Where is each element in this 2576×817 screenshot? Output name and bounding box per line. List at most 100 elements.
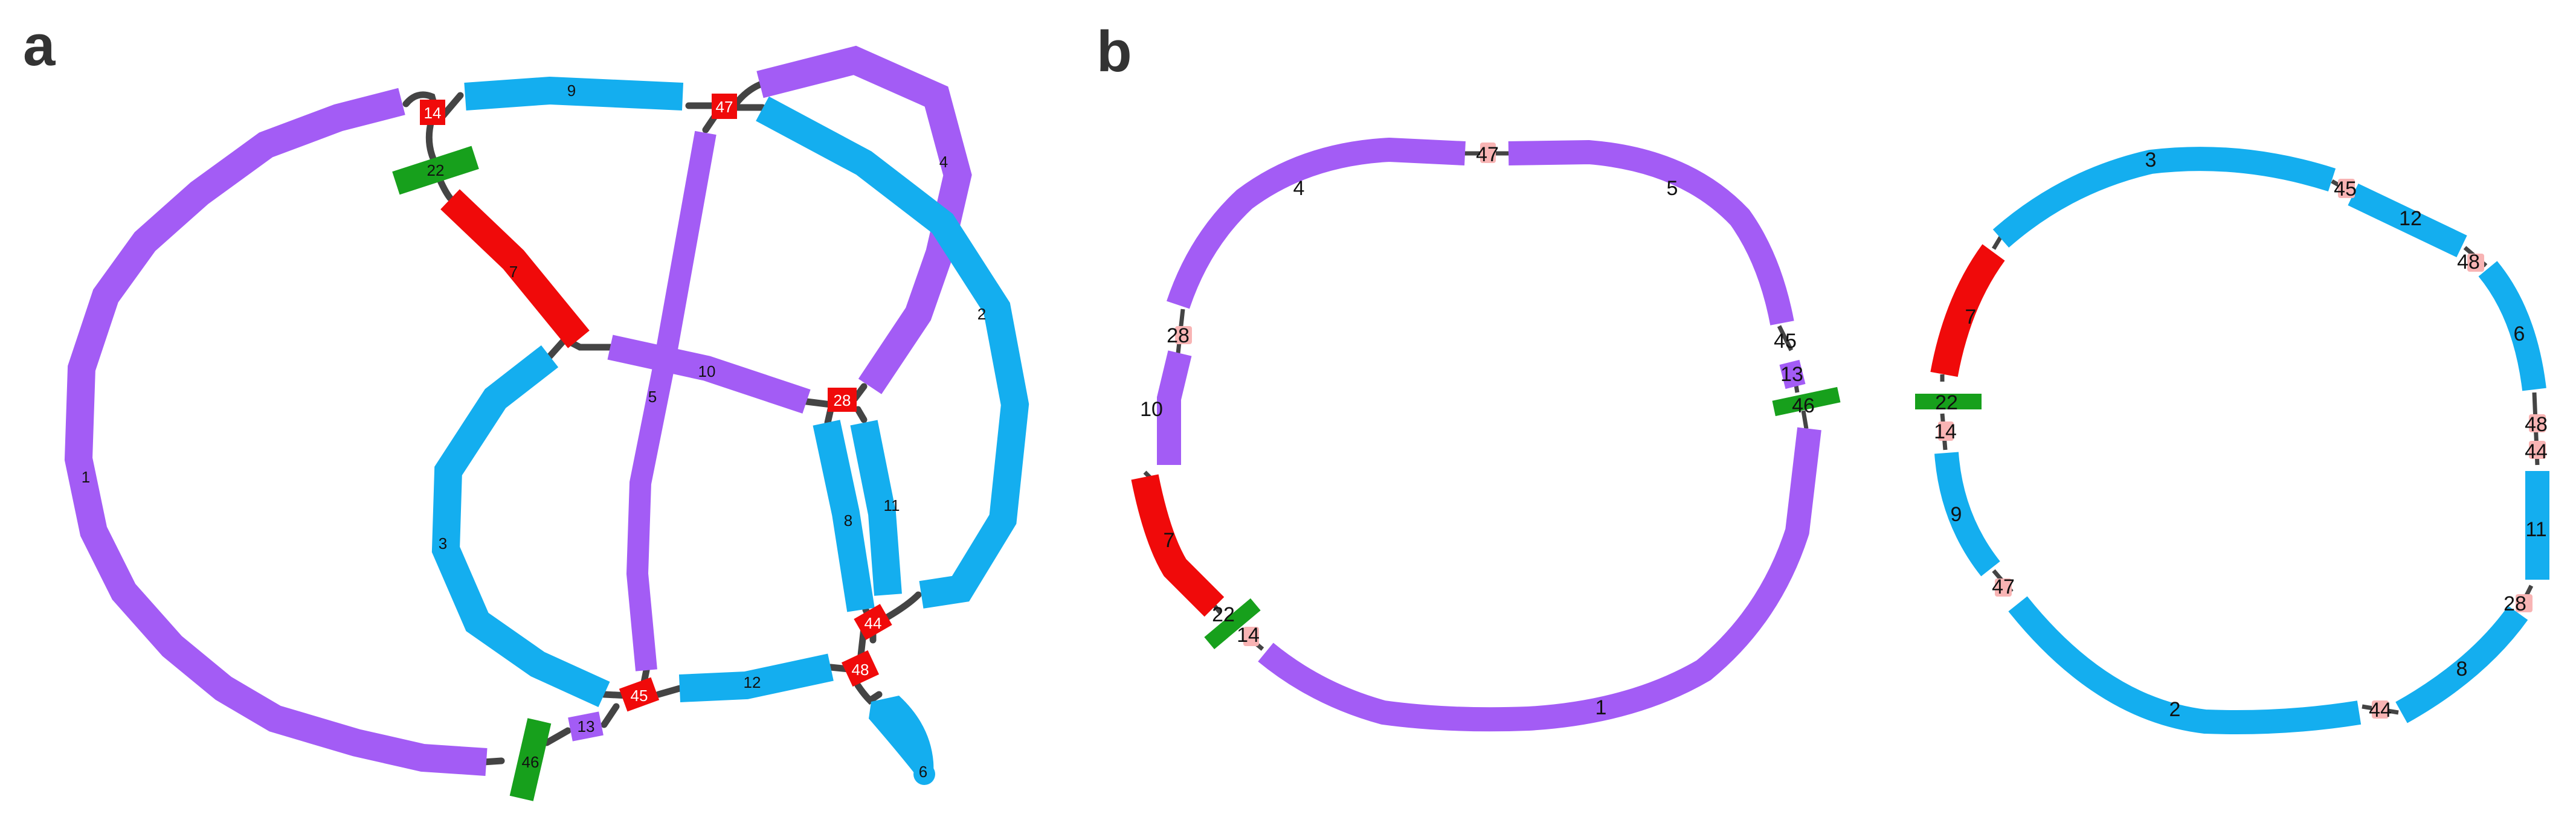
- node-44b: [2372, 700, 2389, 719]
- segment-1: [64, 88, 488, 776]
- panel-b-left-segments: [1131, 137, 1821, 732]
- panel-b-left-circle: 47 4 5 28 10 7 22 14 1 45 13 46: [1131, 137, 1841, 732]
- segment-8: [2395, 606, 2528, 723]
- connector: [546, 336, 568, 360]
- segment-4: [1167, 137, 1466, 309]
- node-48a: [2467, 254, 2484, 272]
- node-45: [2338, 179, 2355, 198]
- panel-b-right-labels: 3 45 12 48 6 48 44 11 28 8 44 2 47 9 14 …: [1934, 149, 2548, 722]
- label-node-28: 28: [1167, 324, 1190, 347]
- label-seg-13: 13: [1780, 363, 1803, 386]
- node-14: [1243, 627, 1259, 646]
- label-node-44a: 44: [2525, 440, 2548, 463]
- label-seg-11: 11: [884, 496, 900, 514]
- label-seg-8: 8: [2456, 658, 2468, 681]
- label-seg-13: 13: [578, 717, 595, 735]
- panel-b-right-circle: 3 45 12 48 6 48 44 11 28 8 44 2 47 9 14 …: [1915, 147, 2549, 734]
- label-seg-6: 6: [919, 763, 927, 781]
- label-seg-7: 7: [509, 263, 518, 281]
- connector: [1777, 325, 1794, 351]
- label-seg-12: 12: [744, 673, 761, 691]
- node-14: [420, 100, 445, 125]
- label-node-46: 46: [1792, 394, 1815, 417]
- node-22: [392, 146, 479, 195]
- connector: [732, 81, 764, 107]
- label-seg-4: 4: [1293, 177, 1305, 200]
- panel-b-left-markers: [1175, 143, 1496, 646]
- panel-label-a: a: [23, 13, 56, 78]
- label-seg-7: 7: [1164, 529, 1175, 552]
- node-44a: [2529, 441, 2546, 459]
- connector: [425, 117, 437, 164]
- segment-5: [1508, 139, 1794, 325]
- segment-12: [2348, 183, 2467, 258]
- panel-b-right-segments: [1930, 147, 2549, 734]
- segment-4: [756, 45, 972, 394]
- panel-a-segments: [64, 45, 1029, 776]
- label-seg-9: 9: [567, 82, 576, 100]
- segment-3: [431, 345, 610, 707]
- connector: [1991, 235, 2003, 250]
- label-node-44: 44: [865, 614, 882, 632]
- segment-9: [464, 76, 684, 111]
- label-node-45: 45: [631, 687, 648, 705]
- label-seg-10: 10: [698, 362, 716, 380]
- panel-a-graph: 1 2 3 4 5 6 7 8 9 10 11 12 13 14 22 28 4…: [64, 45, 1029, 801]
- segment-7: [1131, 474, 1225, 617]
- segment-6: [869, 696, 934, 783]
- panel-b-left-labels: 47 4 5 28 10 7 22 14 1 45 13 46: [1140, 143, 1815, 719]
- segment-7: [440, 189, 590, 348]
- segment-2: [2008, 596, 2362, 734]
- connector: [543, 727, 572, 746]
- segment-5: [626, 130, 716, 671]
- label-node-48a: 48: [2457, 251, 2480, 274]
- label-node-46: 46: [522, 753, 539, 771]
- label-seg-3: 3: [2145, 149, 2157, 171]
- node-46: [509, 718, 552, 801]
- label-node-14: 14: [1934, 420, 1957, 443]
- panel-b-right-markers: [1938, 179, 2546, 719]
- node-47: [712, 94, 737, 119]
- label-seg-10: 10: [1140, 398, 1163, 421]
- panel-b-left-connectors: [1143, 151, 1809, 651]
- label-seg-11: 11: [2525, 518, 2546, 541]
- segment-10: [607, 335, 811, 414]
- label-node-22: 22: [1935, 391, 1958, 414]
- connector: [601, 703, 620, 728]
- segment-11: [850, 420, 902, 596]
- node-46: [1772, 386, 1841, 417]
- segment-7: [1930, 244, 2005, 377]
- label-node-22: 22: [427, 161, 445, 179]
- label-node-22: 22: [1212, 603, 1235, 626]
- connector: [402, 91, 440, 115]
- node-22: [1915, 394, 1982, 409]
- segment-10: [1157, 350, 1192, 465]
- connector: [1801, 410, 1809, 429]
- label-seg-5: 5: [648, 388, 657, 406]
- segment-12: [678, 653, 834, 702]
- segment-13: [568, 711, 604, 742]
- label-seg-8: 8: [844, 511, 852, 530]
- label-node-47: 47: [716, 98, 733, 116]
- label-seg-7: 7: [1965, 306, 1977, 328]
- segment-13: [1779, 359, 1806, 389]
- node-45: [619, 677, 660, 712]
- label-node-44b: 44: [2369, 699, 2392, 722]
- label-node-48: 48: [852, 661, 869, 679]
- label-seg-1: 1: [82, 468, 90, 486]
- label-seg-6: 6: [2514, 322, 2525, 345]
- label-seg-9: 9: [1951, 503, 1962, 526]
- label-node-45: 45: [1774, 330, 1797, 353]
- label-node-47: 47: [1476, 143, 1499, 166]
- label-node-47: 47: [1992, 575, 2015, 598]
- node-28: [828, 388, 857, 412]
- label-node-28: 28: [2504, 592, 2526, 615]
- label-node-45: 45: [2334, 178, 2357, 200]
- label-seg-3: 3: [439, 534, 447, 553]
- label-seg-1: 1: [1596, 696, 1607, 719]
- segment-1: [1258, 427, 1821, 732]
- label-node-14: 14: [1237, 624, 1260, 647]
- segment-6-tip: [913, 763, 935, 785]
